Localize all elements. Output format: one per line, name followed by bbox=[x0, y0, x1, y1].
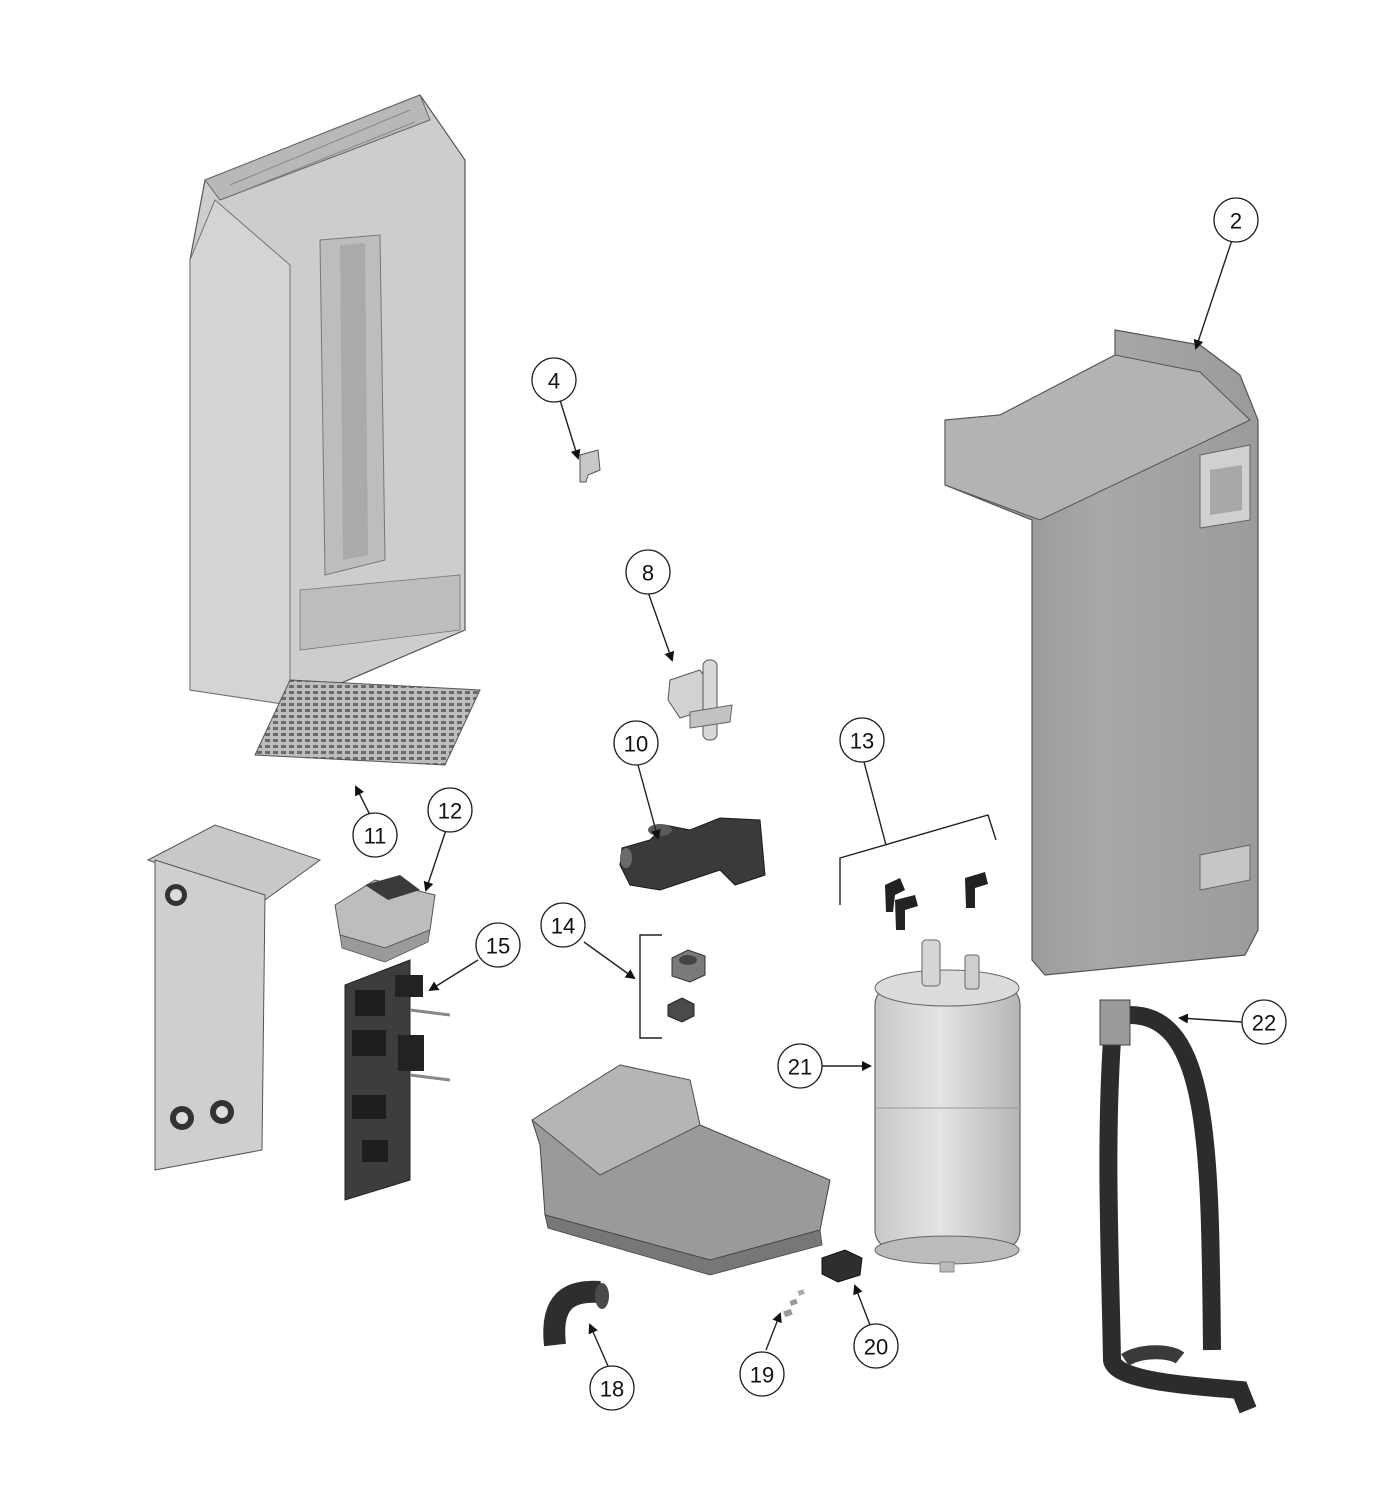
circuit-board-part bbox=[344, 959, 451, 1201]
callout-19: 19 bbox=[739, 1351, 785, 1397]
svg-text:8: 8 bbox=[642, 561, 654, 586]
elbow-hose-part bbox=[543, 1280, 609, 1347]
grille-part bbox=[254, 679, 481, 766]
drain-valve-part bbox=[619, 817, 766, 891]
svg-text:10: 10 bbox=[624, 732, 648, 757]
svg-text:18: 18 bbox=[600, 1377, 624, 1402]
leader-11 bbox=[355, 785, 371, 816]
clip-part bbox=[579, 449, 601, 483]
steam-hose-part bbox=[1099, 999, 1257, 1414]
callout-18: 18 bbox=[589, 1365, 635, 1411]
leader-19 bbox=[765, 1312, 782, 1351]
front-cover-part bbox=[944, 329, 1259, 976]
steam-cylinder-part bbox=[874, 939, 1021, 1273]
leader-18 bbox=[588, 1323, 609, 1367]
callout-2: 2 bbox=[1213, 197, 1259, 243]
svg-text:4: 4 bbox=[548, 369, 560, 394]
leader-22 bbox=[1178, 1013, 1243, 1024]
sensor-part bbox=[821, 1249, 863, 1283]
screws-part bbox=[783, 1289, 805, 1318]
fill-valve-part bbox=[667, 659, 733, 741]
callout-13: 13 bbox=[839, 717, 885, 763]
svg-text:20: 20 bbox=[864, 1335, 888, 1360]
leader-13 bbox=[863, 761, 887, 846]
base-tray-part bbox=[531, 1064, 831, 1276]
svg-text:21: 21 bbox=[788, 1055, 812, 1080]
callout-4: 4 bbox=[531, 357, 577, 403]
fittings-part bbox=[885, 872, 988, 930]
small-fittings-part bbox=[667, 949, 706, 1023]
bracket-13 bbox=[839, 814, 997, 905]
leader-20 bbox=[853, 1284, 871, 1326]
svg-text:2: 2 bbox=[1230, 209, 1242, 234]
leader-14 bbox=[583, 941, 636, 980]
leader-8 bbox=[647, 591, 675, 662]
svg-text:11: 11 bbox=[364, 824, 387, 849]
svg-text:19: 19 bbox=[750, 1363, 774, 1388]
bracket-14 bbox=[639, 934, 662, 1039]
callout-12: 12 bbox=[427, 787, 473, 833]
svg-text:15: 15 bbox=[486, 934, 510, 959]
callout-11: 11 bbox=[352, 812, 398, 858]
callout-20: 20 bbox=[853, 1323, 899, 1369]
leader-12 bbox=[423, 829, 447, 892]
callout-14: 14 bbox=[540, 902, 586, 948]
callout-22: 22 bbox=[1241, 999, 1287, 1045]
svg-text:13: 13 bbox=[850, 729, 874, 754]
leader-10 bbox=[637, 764, 661, 840]
leader-4 bbox=[559, 399, 581, 460]
transformer-part bbox=[334, 875, 436, 963]
callout-21: 21 bbox=[777, 1043, 823, 1089]
svg-text:12: 12 bbox=[438, 799, 462, 824]
leader-2 bbox=[1193, 239, 1233, 350]
main-housing-part bbox=[189, 94, 466, 706]
svg-text:22: 22 bbox=[1252, 1011, 1276, 1036]
mounting-plate-part bbox=[146, 824, 322, 1171]
callout-10: 10 bbox=[613, 720, 659, 766]
callout-8: 8 bbox=[625, 549, 671, 595]
callout-15: 15 bbox=[475, 922, 521, 968]
leader-15 bbox=[428, 959, 479, 992]
svg-text:14: 14 bbox=[551, 914, 575, 939]
